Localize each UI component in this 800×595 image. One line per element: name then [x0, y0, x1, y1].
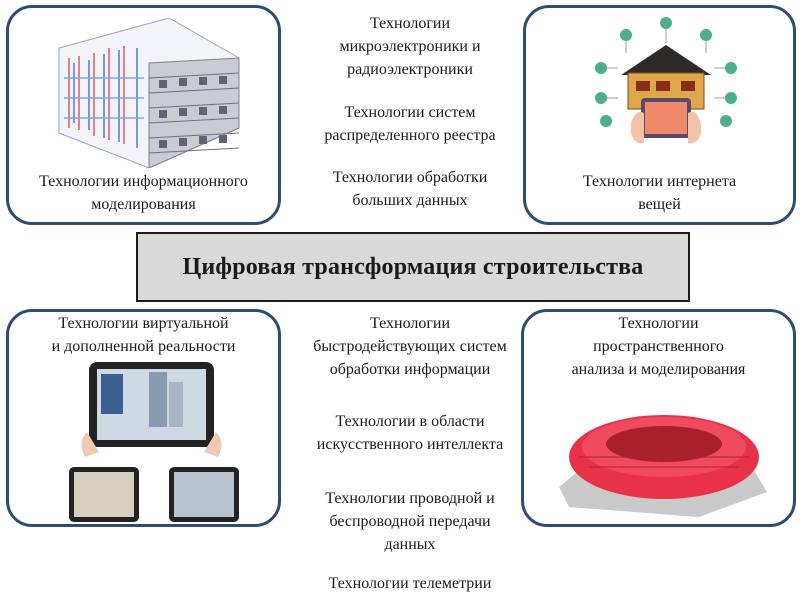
main-title: Цифровая трансформация строительства [136, 232, 690, 302]
bim-label: Технологии информационного моделирования [39, 173, 248, 213]
bim-building-illustration [58, 18, 240, 168]
big-data-text: Технологии обработки больших данных [332, 169, 488, 209]
stadium-model-illustration [559, 415, 767, 517]
ai-text: Технологии в области искусственного инте… [316, 413, 504, 453]
telemetry-text: Технологии телеметрии [328, 575, 492, 592]
iot-label: Технологии интернета вещей [582, 173, 737, 213]
smart-house-illustration [595, 17, 737, 144]
bim-box: Технологии информационного моделирования [6, 5, 281, 225]
distributed-ledger-text: Технологии систем распределенного реестр… [324, 104, 496, 144]
fast-processing-text: Технологии быстродействующих систем обра… [313, 315, 507, 378]
data-transmission-text: Технологии проводной и беспроводной пере… [325, 490, 495, 553]
vr-ar-box: Технологии виртуальной и дополненной реа… [6, 309, 281, 527]
vr-ar-label: Технологии виртуальной и дополненной реа… [51, 315, 236, 355]
ar-tablets-illustration [69, 362, 239, 522]
spatial-label: Технологии пространственного анализа и м… [571, 315, 746, 378]
spatial-box: Технологии пространственного анализа и м… [521, 309, 796, 527]
microelectronics-text: Технологии микроэлектроники и радиоэлект… [339, 15, 481, 78]
iot-box: Технологии интернета вещей [523, 5, 796, 225]
